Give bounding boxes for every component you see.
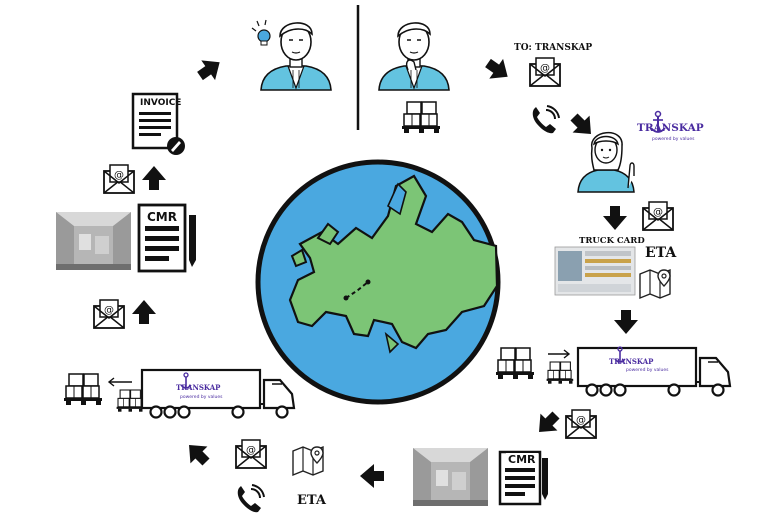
brand-tagline: powered by values [626, 368, 669, 373]
map-icon [639, 269, 671, 299]
arrow-icon [180, 436, 215, 471]
brand-tagline: powered by values [180, 395, 223, 400]
truck-icon [140, 368, 296, 419]
cmr-title: CMR [145, 210, 179, 224]
warehouse-photo [413, 448, 488, 506]
warehouse-photo [56, 212, 131, 270]
small-arrow-icon [548, 349, 571, 359]
envelope-icon [235, 439, 267, 469]
truck-card-image [554, 246, 636, 296]
pallet-icon [116, 389, 144, 413]
phone-icon [531, 105, 560, 135]
arrow-icon [360, 464, 384, 488]
cmr-title: CMR [506, 453, 538, 466]
envelope-icon [103, 164, 135, 194]
person-operator [577, 131, 635, 193]
pallet-icon [63, 373, 103, 406]
envelope-icon [93, 299, 125, 329]
arrow-icon [193, 52, 227, 86]
phone-icon [236, 484, 265, 514]
person-idea [260, 22, 332, 91]
truck-card-label: TRUCK CARD [579, 236, 645, 246]
arrow-icon [614, 310, 638, 334]
arrow-icon [530, 406, 565, 441]
arrow-icon [132, 300, 156, 324]
lightbulb-icon [251, 19, 271, 46]
map-icon [292, 446, 324, 476]
invoice-title: INVOICE [140, 98, 182, 108]
anchor-icon [180, 372, 192, 389]
eta-label: ETA [645, 245, 677, 261]
arrow-icon [481, 53, 515, 87]
brand-tagline: powered by values [652, 137, 695, 142]
envelope-icon [529, 57, 561, 87]
envelope-icon [565, 409, 597, 439]
brand-logo: TRANSKAP [637, 122, 704, 134]
brand-logo: TRANSKAP [176, 383, 221, 392]
person-thinking [378, 22, 450, 91]
invoice-document-icon [131, 92, 185, 155]
arrow-icon [142, 166, 166, 190]
eta-label: ETA [297, 493, 326, 508]
pallet-icon [495, 347, 535, 380]
pallet-icon [401, 101, 441, 134]
small-arrow-icon [107, 377, 132, 387]
arrow-icon [603, 206, 627, 230]
pallet-icon [546, 361, 574, 385]
recipient-label: TO: TRANSKAP [514, 43, 593, 53]
anchor-icon [650, 110, 666, 133]
europe-globe [255, 159, 501, 405]
anchor-icon [614, 346, 626, 363]
envelope-icon [642, 201, 674, 231]
brand-logo: TRANSKAP [609, 357, 654, 366]
